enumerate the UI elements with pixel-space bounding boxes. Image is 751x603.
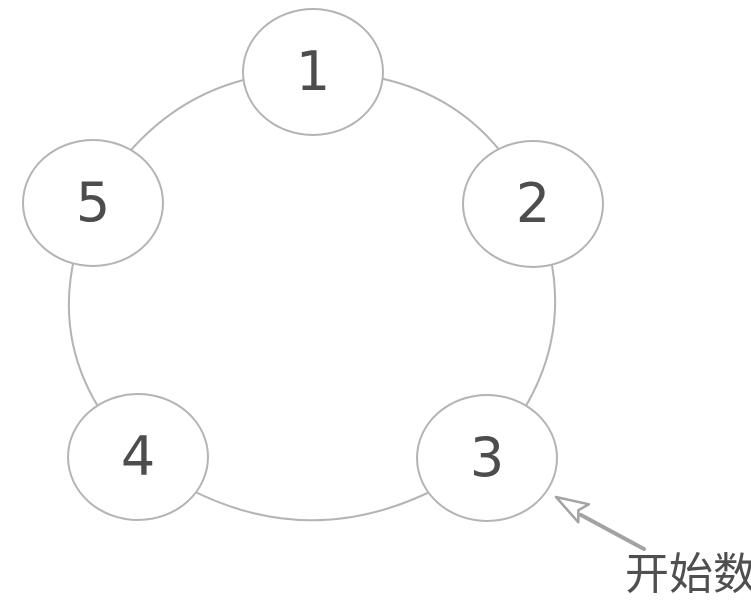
circle-node-4: 4 [67, 393, 209, 521]
arrow-shaft [579, 513, 646, 551]
circle-node-2: 2 [462, 140, 604, 268]
circle-node-1: 1 [242, 8, 384, 136]
node-label: 1 [295, 40, 331, 103]
circle-node-3: 3 [416, 394, 558, 522]
arrow-head-icon [554, 495, 591, 524]
circle-node-5: 5 [22, 139, 164, 267]
node-label: 2 [515, 172, 551, 235]
node-label: 3 [469, 426, 505, 489]
start-counting-label: 开始数 [625, 549, 751, 600]
start-arrow [554, 495, 646, 551]
node-label: 4 [120, 425, 156, 488]
node-label: 5 [75, 171, 111, 234]
